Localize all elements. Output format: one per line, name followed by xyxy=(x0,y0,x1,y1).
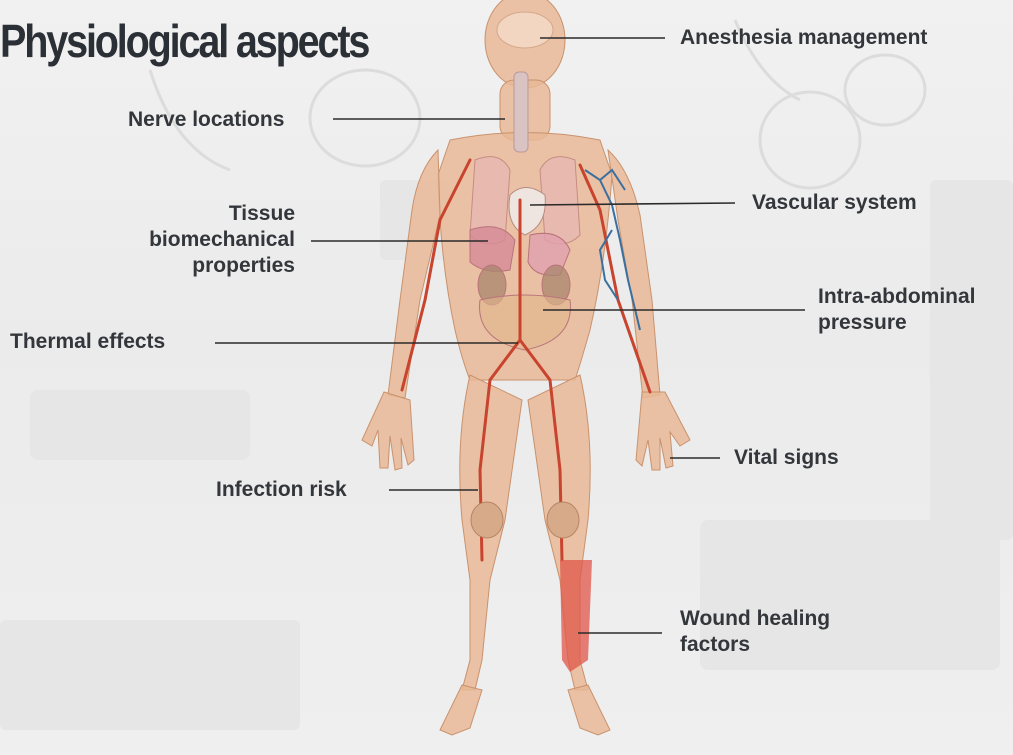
label-vascular-system: Vascular system xyxy=(752,190,917,216)
label-intra-abdominal-line-1: Intra-abdominal xyxy=(818,284,976,310)
label-intra-abdominal-pressure: Intra-abdominal pressure xyxy=(818,284,976,336)
label-wound-line-2: factors xyxy=(680,632,830,658)
trachea xyxy=(514,72,528,152)
label-nerve-locations: Nerve locations xyxy=(128,107,284,133)
label-wound-line-1: Wound healing xyxy=(680,606,830,632)
brain xyxy=(497,12,553,48)
label-vital-signs: Vital signs xyxy=(734,445,839,471)
label-tissue-line-3: properties xyxy=(110,253,295,279)
right-knee xyxy=(547,502,579,538)
label-tissue-biomechanical-properties: Tissue biomechanical properties xyxy=(110,201,295,279)
label-thermal-effects: Thermal effects xyxy=(10,329,165,355)
label-intra-abdominal-line-2: pressure xyxy=(818,310,976,336)
label-tissue-line-1: Tissue xyxy=(110,201,295,227)
wound-highlight xyxy=(560,560,592,672)
label-wound-healing-factors: Wound healing factors xyxy=(680,606,830,658)
label-tissue-line-2: biomechanical xyxy=(110,227,295,253)
label-anesthesia-management: Anesthesia management xyxy=(680,25,927,51)
label-infection-risk: Infection risk xyxy=(216,477,347,503)
left-knee xyxy=(471,502,503,538)
